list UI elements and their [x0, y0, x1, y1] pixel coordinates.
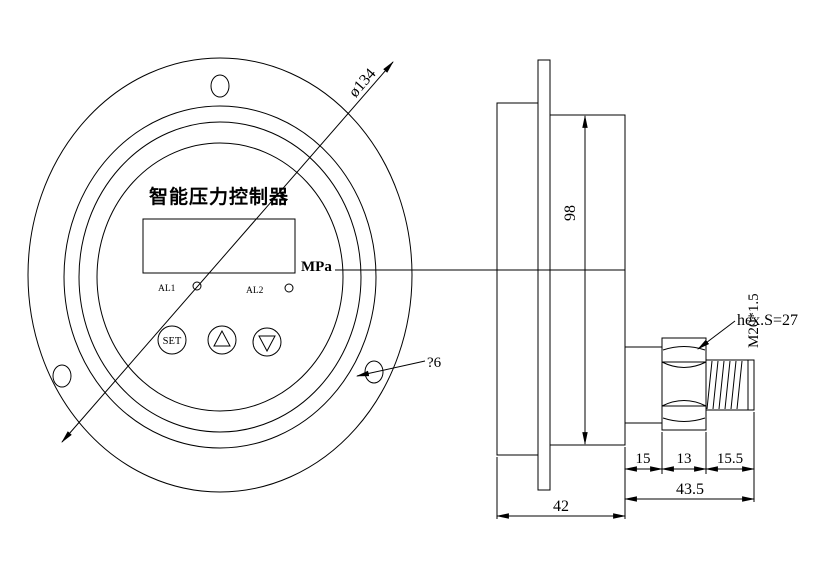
flange-inner-ring — [63, 105, 377, 449]
triangle-up-icon — [213, 329, 231, 347]
dim-hex-label: 13 — [677, 451, 692, 467]
side-view: 98 hex.S=27 M — [496, 59, 798, 491]
mount-hole-top — [210, 74, 230, 98]
al2-label: AL2 — [246, 286, 264, 296]
bezel-ring — [78, 121, 362, 433]
unit-label: MPa — [301, 259, 332, 275]
diameter-dimension-line — [61, 61, 394, 443]
front-view: 智能压力控制器 MPa AL1 AL2 SET — [27, 57, 413, 493]
mounting-flange-plate — [537, 59, 551, 491]
hex-nut-outline — [661, 337, 707, 431]
dim-case-depth-label: 42 — [553, 498, 569, 515]
al1-label: AL1 — [158, 284, 176, 294]
stud-outline — [705, 359, 755, 411]
hex-chamfer-arc-bottomband — [662, 417, 706, 422]
mount-hole-left — [52, 364, 72, 388]
hex-nut — [661, 337, 707, 431]
dim-neck-label: 15 — [636, 451, 651, 467]
hex-size-leader-line — [697, 320, 736, 350]
dim-mount-hole-label: ?6 — [427, 355, 442, 371]
threaded-stud — [705, 359, 755, 411]
device-title: 智能压力控制器 — [149, 185, 289, 208]
dim-case-height-label: 98 — [562, 205, 579, 221]
thread-hatching — [706, 360, 743, 410]
mount-hole-leader-line — [355, 360, 426, 377]
hex-size-label: hex.S=27 — [737, 312, 798, 329]
case-front-body — [496, 102, 539, 456]
dim-connector-length-label: 43.5 — [676, 481, 704, 498]
thread-spec-label: M20*1.5 — [746, 293, 762, 348]
set-button-label: SET — [163, 336, 182, 347]
dial-face — [96, 142, 344, 412]
triangle-down-icon — [258, 335, 276, 353]
case-back-body — [549, 114, 626, 446]
hex-chamfer-arc-lower — [661, 400, 707, 407]
connector-neck — [624, 346, 663, 424]
outer-flange-rim — [27, 57, 413, 493]
hex-chamfer-arc-upper — [661, 361, 707, 368]
lcd-display — [142, 218, 296, 274]
dim-thread-label: 15.5 — [717, 451, 743, 467]
al2-led-icon — [284, 283, 294, 293]
side-view-dimensions: 15 13 15.5 42 43.5 — [495, 412, 756, 519]
